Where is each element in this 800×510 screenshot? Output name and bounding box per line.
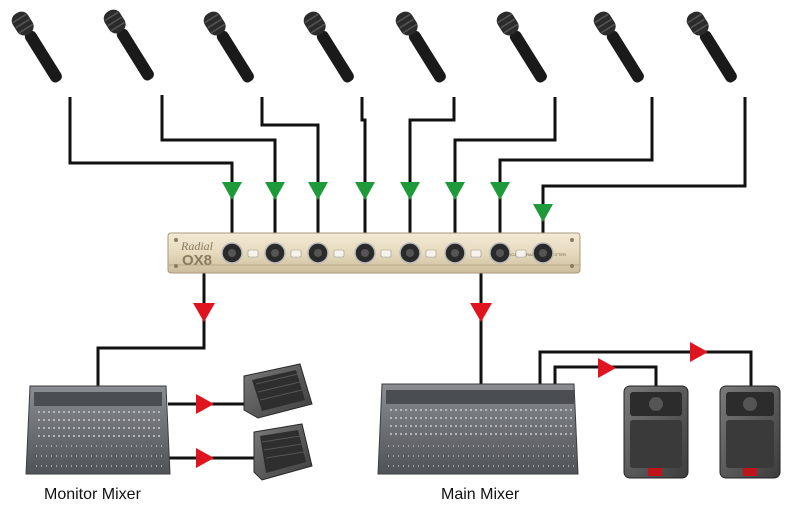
pa-speaker	[623, 385, 689, 479]
input-arrows	[222, 182, 553, 222]
down-arrow-icon	[470, 303, 492, 322]
down-arrow-icon	[445, 182, 465, 200]
pa-speaker	[719, 385, 781, 479]
microphones	[11, 9, 737, 83]
xlr-jack	[444, 242, 482, 264]
stage-monitors	[243, 363, 313, 481]
output-arrows	[193, 303, 492, 322]
xlr-jack	[264, 242, 302, 264]
mic-splitter: Radial OX8 BROADCAST-GRADE MIC SPLITTER	[167, 232, 581, 274]
panel-label: BROADCAST-GRADE MIC SPLITTER	[497, 252, 566, 257]
stage-monitor-speaker	[243, 363, 313, 419]
xlr-jack	[399, 242, 437, 264]
brand-logo: Radial	[180, 239, 214, 253]
microphone-icon	[496, 11, 547, 83]
main-mixer-label: Main Mixer	[441, 486, 520, 503]
monitor-mixer-label: Monitor Mixer	[44, 486, 141, 503]
right-arrow-icon	[598, 358, 616, 378]
speaker-arrows	[196, 342, 708, 468]
stage-monitor-speaker	[253, 423, 313, 481]
right-arrow-icon	[196, 394, 214, 414]
xlr-jacks	[221, 242, 554, 264]
microphone-icon	[593, 11, 644, 83]
right-arrow-icon	[196, 448, 214, 468]
down-arrow-icon	[308, 182, 328, 200]
microphone-icon	[103, 9, 154, 81]
microphone-icon	[203, 11, 254, 83]
down-arrow-icon	[533, 204, 553, 222]
microphone-icon	[303, 11, 354, 83]
down-arrow-icon	[222, 182, 242, 200]
microphone-icon	[686, 11, 737, 83]
pa-speakers	[623, 385, 781, 479]
right-arrow-icon	[690, 342, 708, 362]
xlr-jack	[532, 242, 554, 264]
xlr-jack	[307, 242, 345, 264]
main-mixer	[377, 383, 579, 475]
microphone-icon	[395, 11, 446, 83]
down-arrow-icon	[400, 182, 420, 200]
down-arrow-icon	[193, 303, 215, 322]
down-arrow-icon	[265, 182, 285, 200]
down-arrow-icon	[355, 182, 375, 200]
model-logo: OX8	[182, 252, 212, 269]
down-arrow-icon	[490, 182, 510, 200]
xlr-jack	[489, 242, 527, 264]
xlr-jack	[354, 242, 392, 264]
monitor-mixer	[25, 385, 171, 475]
mic-cables	[68, 95, 747, 235]
microphone-icon	[11, 11, 62, 83]
xlr-jack	[221, 242, 259, 264]
